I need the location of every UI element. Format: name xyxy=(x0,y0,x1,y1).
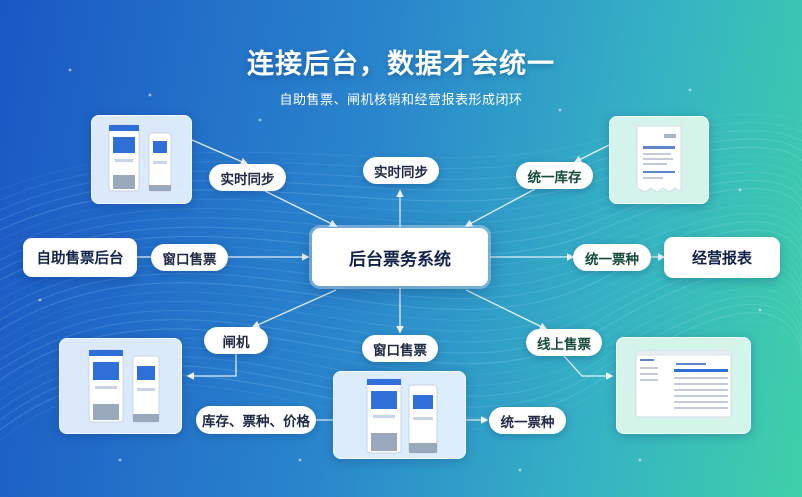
pill-unified-inventory: 统一库存 xyxy=(516,162,593,189)
pill-window-sales-bottom: 窗口售票 xyxy=(362,335,438,362)
pill-window-sales-left: 窗口售票 xyxy=(151,244,228,271)
kiosk-card-top-left xyxy=(91,115,192,204)
pill-sync-center: 实时同步 xyxy=(363,157,439,184)
center-ticketing-system: 后台票务系统 xyxy=(312,228,488,286)
pill-inventory-type-price: 库存、票种、价格 xyxy=(196,406,316,434)
connector-inventory-to-center xyxy=(464,188,536,227)
report-illustration xyxy=(635,350,732,418)
kiosk-illustration xyxy=(366,378,438,454)
self-service-backend-box: 自助售票后台 xyxy=(23,238,137,277)
pill-gate: 闸机 xyxy=(204,327,268,354)
kiosk-illustration xyxy=(88,349,160,423)
connector-center-to-gate xyxy=(251,289,337,329)
pill-online-sales: 线上售票 xyxy=(526,329,602,356)
business-report-box: 经营报表 xyxy=(664,237,780,278)
page-title: 连接后台，数据才会统一 xyxy=(247,49,555,79)
connector-kiosk-to-sync xyxy=(191,139,249,166)
connector-gate-to-kiosk xyxy=(186,354,237,380)
receipt-card-top-right xyxy=(609,116,709,204)
pill-sync-left: 实时同步 xyxy=(209,164,286,191)
report-card-bottom-right xyxy=(616,337,751,434)
connector-online-to-report xyxy=(563,355,614,380)
page-subtitle: 自助售票、闸机核销和经营报表形成闭环 xyxy=(279,92,523,107)
connector-receipt-to-inventory xyxy=(573,144,610,163)
pill-unified-ticket-type-bottom: 统一票种 xyxy=(489,407,566,434)
connector-sync-to-center xyxy=(264,190,338,227)
pill-unified-ticket-type-right: 统一票种 xyxy=(573,244,651,271)
connector-center-to-online xyxy=(465,289,548,330)
kiosk-card-bottom-left xyxy=(59,338,182,434)
kiosk-illustration xyxy=(108,124,172,192)
receipt-illustration xyxy=(636,125,682,193)
kiosk-card-bottom-center xyxy=(333,371,466,459)
